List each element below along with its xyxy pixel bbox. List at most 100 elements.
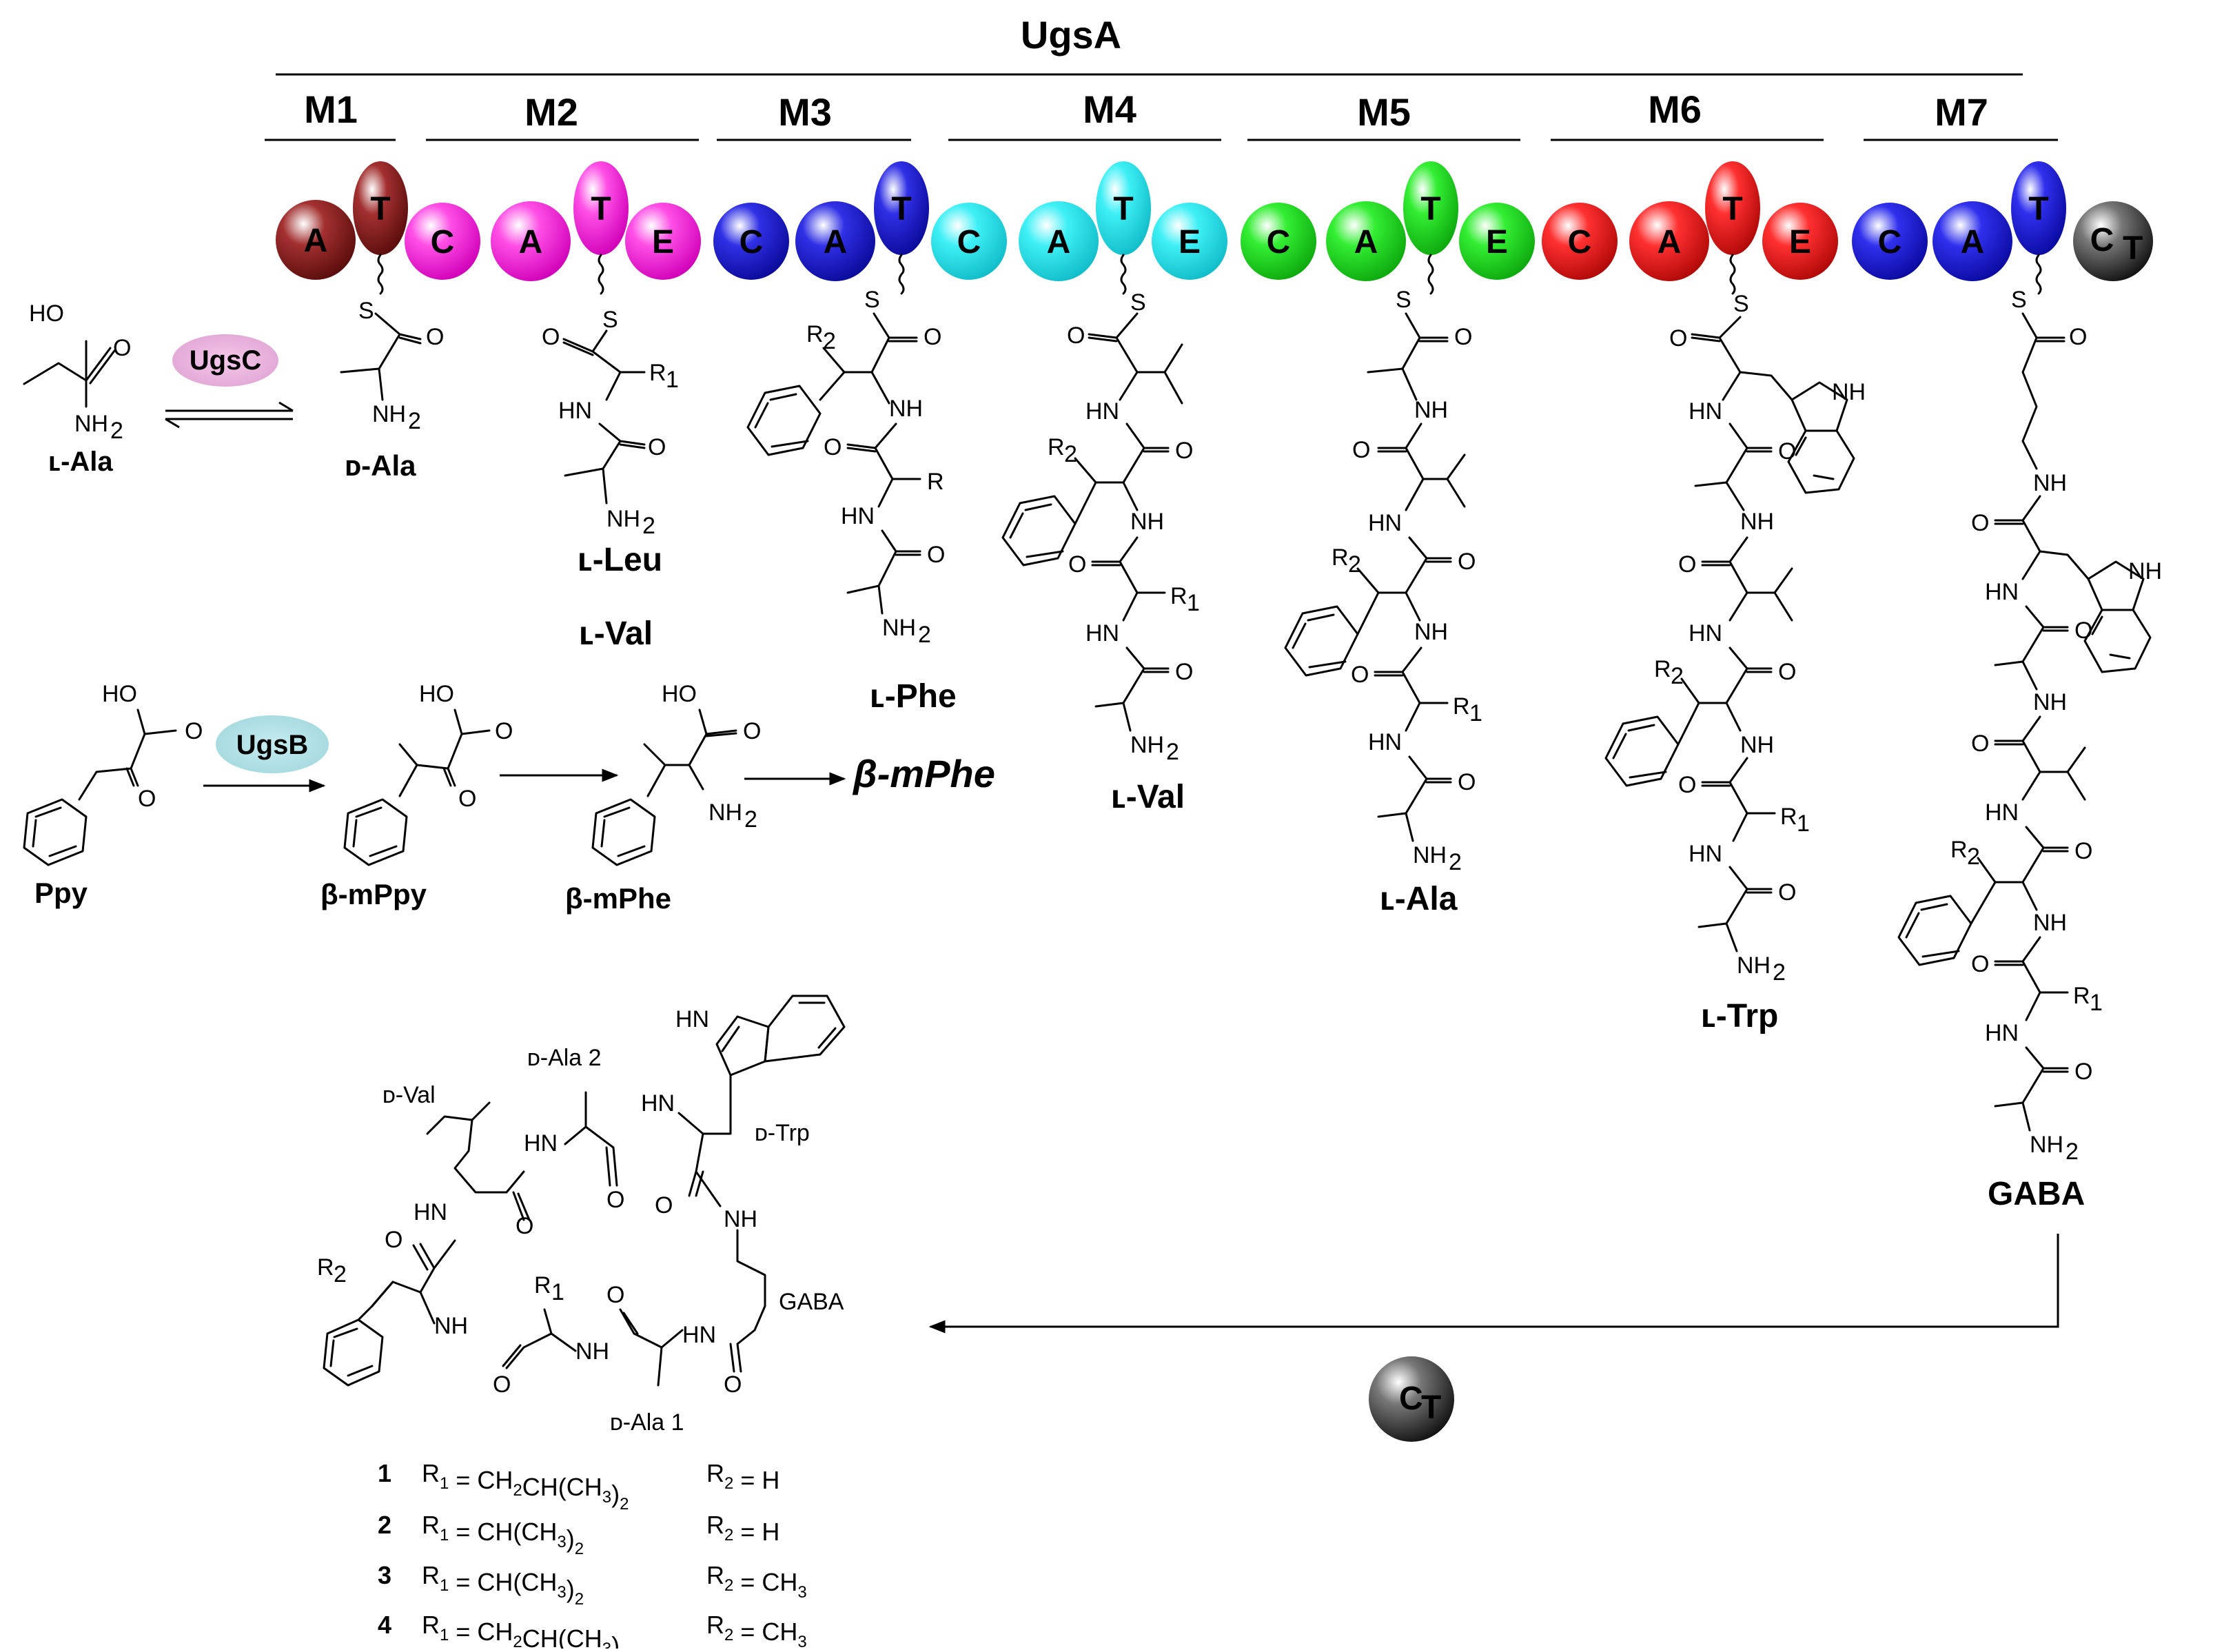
svg-text:O: O: [724, 1371, 742, 1398]
svg-text:R: R: [649, 360, 666, 386]
phosphopantetheine-linkers: [377, 254, 2042, 295]
compound-r1: R1 = CH2CH(CH3)2: [422, 1611, 629, 1649]
macro-d-trp: ᴅ-Trp: [755, 1120, 810, 1146]
m5-label-ala: ʟ-Ala: [1380, 881, 1458, 917]
svg-text:R: R: [534, 1272, 551, 1298]
domain-a-m4: [1019, 201, 1099, 281]
svg-text:NH: NH: [708, 799, 742, 826]
svg-text:NH: NH: [1737, 952, 1771, 979]
compound-r2: R2 = CH3: [706, 1561, 807, 1602]
svg-text:R: R: [1048, 434, 1065, 460]
svg-text:O: O: [1971, 731, 1989, 757]
ppy-structure: HO O O Ppy: [23, 681, 203, 909]
svg-text:NH: NH: [606, 506, 640, 532]
svg-text:R: R: [1332, 544, 1349, 571]
svg-text:O: O: [1778, 659, 1796, 685]
domain-a-m2: [491, 201, 571, 281]
svg-text:T: T: [1421, 1389, 1441, 1426]
domain-t-m4: [1096, 161, 1151, 255]
b-mphe-label: β-mPhe: [565, 882, 671, 915]
linker-m4: [1120, 254, 1127, 295]
domain-letter-t-m3: T: [891, 191, 911, 227]
svg-text:R: R: [1780, 804, 1797, 830]
compound-r2: R2 = H: [706, 1459, 779, 1494]
svg-text:O: O: [113, 335, 131, 361]
svg-text:NH: NH: [1130, 732, 1164, 758]
domain-letter-e-m5: E: [1486, 224, 1508, 261]
domain-letter-a-m3: A: [824, 224, 848, 261]
svg-text:O: O: [1458, 769, 1476, 795]
svg-text:O: O: [2074, 838, 2092, 864]
m6-label-trp: ʟ-Trp: [1701, 998, 1778, 1034]
svg-text:HN: HN: [524, 1130, 558, 1156]
svg-text:O: O: [655, 1192, 673, 1218]
svg-text:HN: HN: [414, 1199, 447, 1225]
svg-text:O: O: [493, 1371, 511, 1398]
domain-a-m6: [1629, 201, 1709, 281]
svg-text:O: O: [2069, 324, 2087, 350]
svg-text:O: O: [606, 1187, 624, 1213]
svg-text:O: O: [495, 718, 513, 744]
svg-text:NH: NH: [1414, 397, 1448, 423]
svg-text:HN: HN: [1689, 620, 1722, 646]
svg-text:1: 1: [666, 367, 679, 393]
svg-text:NH: NH: [2033, 689, 2067, 715]
macrocycle-structure: ᴅ-Val ᴅ-Ala 2 ᴅ-Trp GABA ᴅ-Ala 1 HN HN O…: [317, 995, 846, 1436]
svg-text:NH: NH: [74, 411, 108, 437]
m2-label-leu: ʟ-Leu: [578, 542, 662, 578]
ugsb-label: UgsB: [236, 730, 308, 760]
svg-text:R: R: [1950, 837, 1968, 863]
svg-text:R: R: [927, 469, 944, 495]
domain-letter-c-m4: C: [957, 224, 981, 261]
linker-m6: [1729, 254, 1736, 295]
domain-t-m5: [1403, 161, 1458, 255]
m4-label-val: ʟ-Val: [1111, 779, 1185, 815]
svg-text:1: 1: [1187, 590, 1200, 616]
ugsc-label: UgsC: [190, 345, 261, 376]
equilibrium-reverse-arrow: [165, 418, 293, 429]
d-ala-label: ᴅ-Ala: [345, 449, 416, 482]
svg-text:O: O: [458, 786, 476, 812]
module-labels: M1 M2 M3 M4 M5 M6 M7: [265, 88, 2058, 141]
svg-text:NH: NH: [889, 396, 923, 422]
svg-text:1: 1: [551, 1279, 564, 1305]
svg-text:2: 2: [918, 622, 931, 648]
svg-text:O: O: [743, 718, 761, 744]
linker-m2: [598, 254, 604, 295]
svg-text:S: S: [1733, 291, 1749, 317]
svg-text:2: 2: [1064, 441, 1077, 467]
svg-text:NH: NH: [434, 1313, 468, 1339]
svg-text:S: S: [358, 298, 374, 324]
ugsb-enzyme-badge: [216, 715, 329, 773]
svg-text:O: O: [516, 1213, 533, 1239]
macro-gaba: GABA: [779, 1289, 844, 1315]
svg-text:1: 1: [1797, 810, 1810, 837]
linker-m1: [377, 254, 384, 295]
svg-text:R: R: [2073, 983, 2090, 1009]
equilibrium-forward-arrow: [165, 401, 294, 412]
svg-text:R: R: [317, 1254, 334, 1281]
svg-text:HN: HN: [1085, 398, 1119, 425]
svg-text:O: O: [824, 434, 842, 460]
svg-text:HN: HN: [558, 398, 592, 424]
svg-text:2: 2: [1773, 959, 1786, 986]
domain-e-m6: [1762, 203, 1838, 280]
svg-text:HN: HN: [1689, 841, 1722, 867]
domain-letter-a-m4: A: [1047, 224, 1071, 261]
svg-text:HN: HN: [675, 1006, 709, 1032]
svg-text:HO: HO: [102, 681, 137, 707]
svg-text:C: C: [1399, 1380, 1423, 1417]
domain-letter-c-m7: C: [1878, 224, 1902, 261]
svg-text:HO: HO: [419, 681, 454, 707]
domain-c-m3: [713, 203, 789, 280]
domain-letter-e-m6: E: [1789, 224, 1811, 261]
domain-c-m4: [931, 203, 1007, 280]
domain-c-m7: [1852, 203, 1928, 280]
m2-label-val: ʟ-Val: [579, 615, 653, 652]
svg-text:O: O: [1175, 659, 1193, 685]
